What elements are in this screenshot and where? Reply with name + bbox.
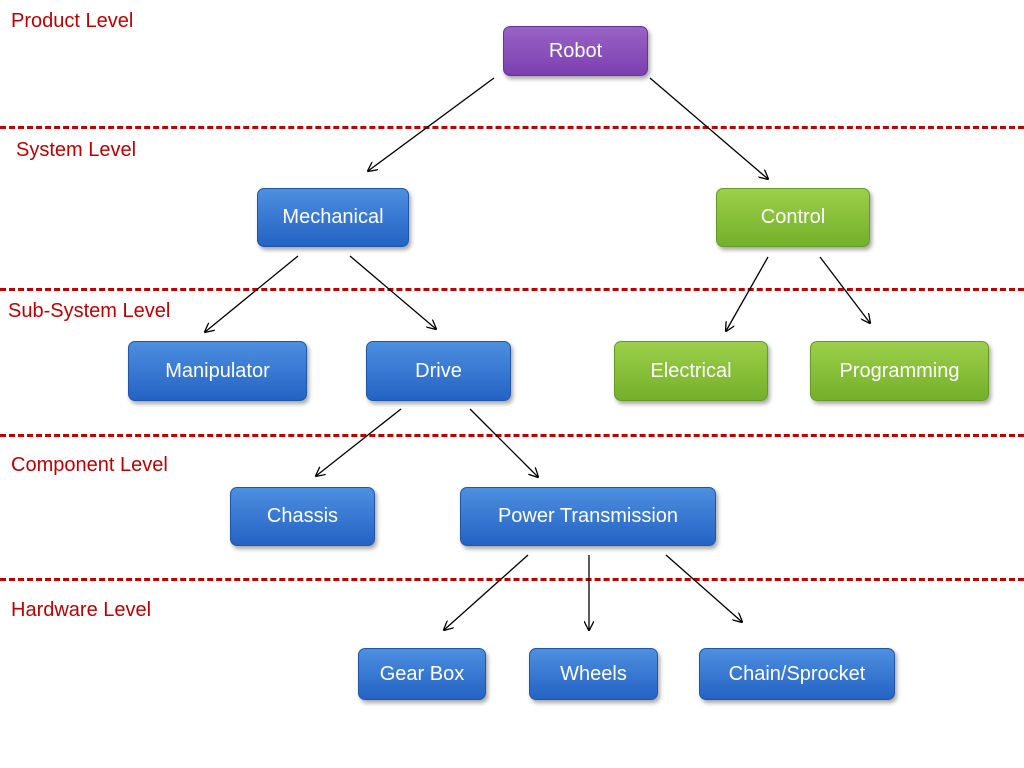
arrow-mechanical-to-manipulator (205, 255, 299, 332)
level-label-subsystem: Sub-System Level (8, 300, 171, 322)
node-robot: Robot (503, 26, 648, 76)
level-divider (0, 434, 1024, 437)
level-label-component: Component Level (11, 454, 168, 476)
arrow-control-to-electrical (726, 256, 769, 331)
level-label-system: System Level (16, 139, 137, 161)
arrow-robot-to-control (649, 77, 768, 179)
node-programming: Programming (810, 341, 989, 401)
level-divider (0, 578, 1024, 581)
level-divider (0, 126, 1024, 129)
node-chassis: Chassis (230, 487, 375, 546)
arrow-power-transmission-to-chain-sprocket (665, 554, 742, 622)
level-divider (0, 288, 1024, 291)
node-gear-box: Gear Box (358, 648, 486, 700)
arrow-robot-to-mechanical (368, 77, 495, 171)
node-power-transmission: Power Transmission (460, 487, 716, 546)
node-wheels: Wheels (529, 648, 658, 700)
node-manipulator: Manipulator (128, 341, 307, 401)
node-drive: Drive (366, 341, 511, 401)
node-electrical: Electrical (614, 341, 768, 401)
level-label-product: Product Level (11, 10, 134, 32)
arrow-control-to-programming (819, 256, 870, 323)
arrow-power-transmission-to-gear-box (444, 554, 529, 630)
arrow-drive-to-power-transmission (469, 408, 538, 477)
node-chain-sprocket: Chain/Sprocket (699, 648, 895, 700)
level-label-hardware: Hardware Level (11, 599, 152, 621)
arrow-drive-to-chassis (316, 408, 402, 476)
arrow-mechanical-to-drive (349, 255, 436, 329)
node-control: Control (716, 188, 870, 247)
node-mechanical: Mechanical (257, 188, 409, 247)
